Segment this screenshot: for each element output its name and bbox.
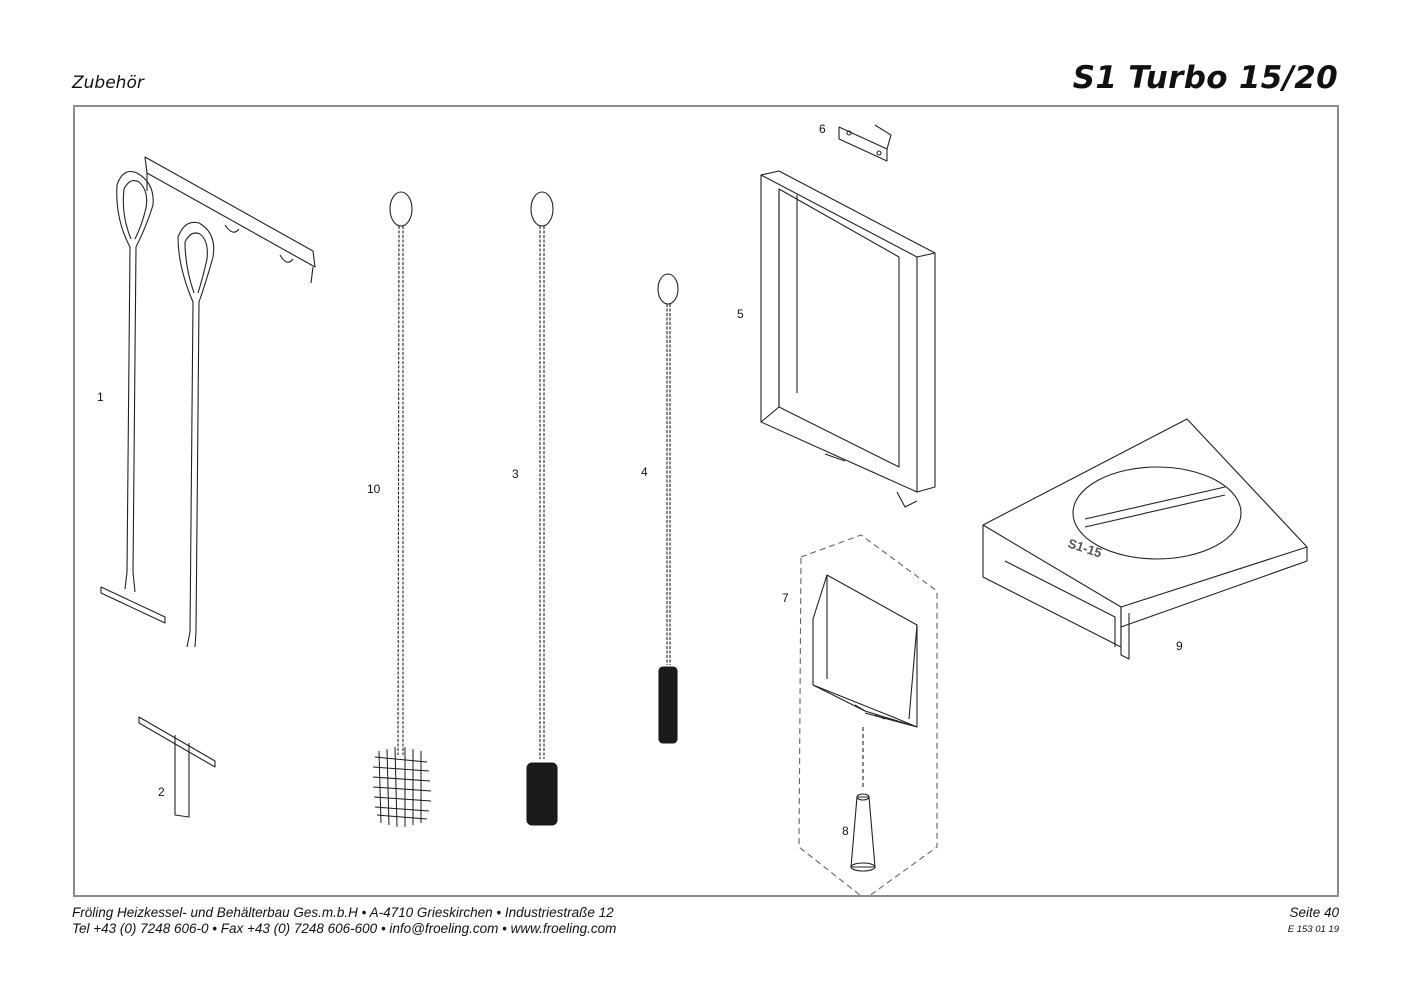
section-title: Zubehör	[72, 73, 144, 93]
part-label-3: 3	[512, 467, 519, 481]
parts-drawing-frame: S1-15 1 2 3 4 5 6 7 8 9 10	[73, 105, 1339, 897]
footer-doc-code: E 153 01 19	[1287, 924, 1339, 935]
part-3-round-brush	[526, 191, 558, 826]
part-label-5: 5	[737, 307, 744, 321]
footer-contact: Tel +43 (0) 7248 606-0 • Fax +43 (0) 724…	[72, 921, 617, 936]
footer-page: Seite 40	[1289, 905, 1339, 920]
part-6-bracket	[838, 124, 892, 162]
part-label-10: 10	[367, 482, 381, 496]
part-label-1: 1	[97, 390, 104, 404]
part-label-7: 7	[782, 591, 789, 605]
part-10-wire-brush	[372, 191, 432, 828]
part-4-small-brush	[657, 273, 679, 744]
part-9-cover-plate	[982, 418, 1308, 660]
part-label-6: 6	[819, 122, 826, 136]
part-8-handle	[850, 727, 876, 872]
part-label-8: 8	[842, 824, 849, 838]
parts-drawing: S1-15	[100, 124, 1308, 895]
footer-address: Fröling Heizkessel- und Behälterbau Ges.…	[72, 905, 614, 920]
part-label-9: 9	[1176, 639, 1183, 653]
part-1-rack-and-pokers	[100, 156, 316, 648]
model-title: S1 Turbo 15/20	[1072, 60, 1338, 96]
part-label-2: 2	[158, 785, 165, 799]
part-9-stamp: S1-15	[1066, 536, 1104, 561]
part-7-ash-tray	[798, 534, 938, 895]
part-label-4: 4	[641, 465, 648, 479]
part-5-frame-box	[760, 170, 936, 508]
part-2-t-wrench	[138, 716, 216, 818]
